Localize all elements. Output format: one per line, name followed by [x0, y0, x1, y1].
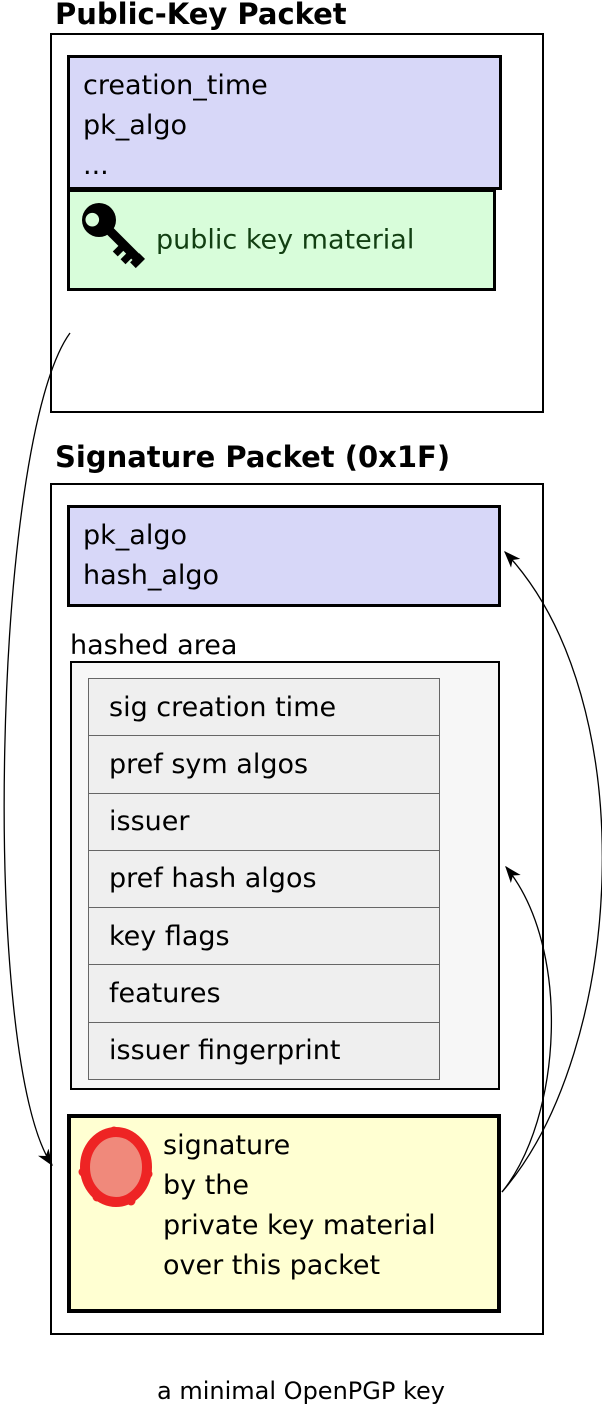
subpacket-row: issuer: [89, 794, 439, 851]
subpacket-row: sig creation time: [89, 679, 439, 737]
subpacket-row: key flags: [89, 908, 439, 966]
public-key-material-box: public key material: [67, 190, 496, 291]
signature-text-line: private key material: [163, 1210, 436, 1241]
seal-icon: [78, 1126, 153, 1207]
header-field: ...: [83, 150, 109, 181]
hashed-area-label: hashed area: [70, 630, 238, 661]
signature-text: signature by the private key material over …: [163, 1126, 436, 1286]
header-field: pk_algo: [83, 110, 187, 141]
subpacket-row: features: [89, 965, 439, 1023]
public-key-packet-title: Public-Key Packet: [55, 0, 347, 31]
public-key-material-label: public key material: [156, 224, 415, 256]
key-icon: [82, 203, 145, 269]
diagram-caption: a minimal OpenPGP key: [157, 1377, 445, 1405]
subpacket-row: pref hash algos: [89, 851, 439, 909]
header-field: hash_algo: [83, 560, 220, 591]
signature-text-line: over this packet: [163, 1250, 381, 1281]
signature-text-line: by the: [163, 1170, 250, 1201]
header-field: pk_algo: [83, 520, 187, 551]
signature-packet-title: Signature Packet (0x1F): [55, 440, 451, 474]
header-field: creation_time: [83, 70, 268, 101]
signature-header-fields: pk_algo hash_algo: [67, 505, 501, 607]
public-key-header-fields: creation_time pk_algo...: [67, 55, 502, 190]
signature-box: signature by the private key material over …: [67, 1114, 501, 1313]
signature-text-line: signature: [163, 1130, 291, 1161]
subpacket-row: issuer fingerprint: [109, 1035, 341, 1067]
subpacket-row: pref sym algos: [89, 736, 439, 794]
